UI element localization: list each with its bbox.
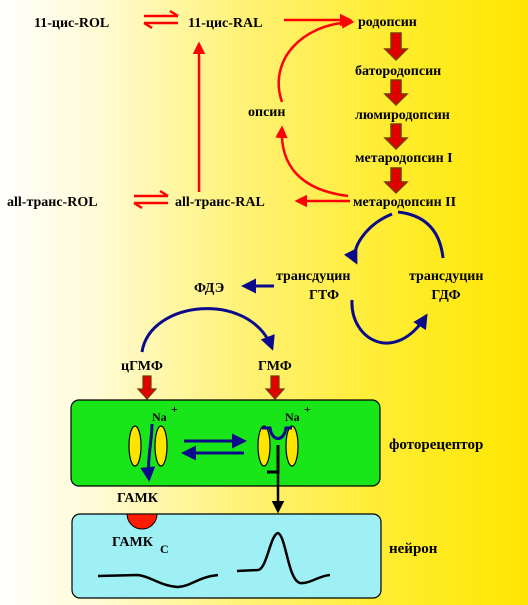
opsin-label: опсин: [248, 105, 285, 120]
cgmp-label: цГМФ: [121, 359, 163, 374]
transducin-gdp-return-arc: [397, 210, 445, 259]
gaba-label: ГАМК: [117, 491, 159, 506]
closed-sodium-channel: [257, 425, 299, 467]
photoreceptor-label: фоторецептор: [389, 437, 483, 453]
gaba-c-label: ГАМК: [112, 535, 154, 550]
block-arrow-cgmp-down: [136, 375, 158, 400]
na-right-plus: +: [304, 402, 311, 416]
trans-rol-label: all-транс-ROL: [7, 195, 98, 210]
metarhodopsin2-label: метародопсин II: [353, 195, 456, 210]
channel-gate-closed: [262, 426, 292, 440]
gtp-label: ГТФ: [309, 288, 339, 303]
bleaching-block-arrows: [383, 32, 409, 195]
gdp-label: ГДФ: [431, 288, 460, 303]
cgmp-to-gmp-arc: [140, 307, 275, 353]
meta2-to-opsin-arrow: [275, 125, 349, 198]
channel-subunit-left-a: [128, 425, 142, 467]
bathorhodopsin-label: батородопсин: [355, 64, 441, 79]
opsin-to-rhodopsin-arrow: [277, 16, 355, 103]
gaba-c-receptor-icon: [126, 513, 158, 530]
cis-rol-ral-equilibrium-arrows: [143, 9, 179, 30]
block-arrow-lumirhodopsin-meta1: [383, 123, 409, 151]
block-arrow-meta1-meta2: [383, 167, 409, 195]
open-sodium-channel: [128, 423, 168, 482]
pde-label: ФДЭ: [194, 281, 224, 296]
neuron-potential-trace-light: [236, 531, 331, 585]
neuron-label: нейрон: [389, 541, 438, 557]
channel-subunit-right-b: [285, 425, 299, 467]
channel-subunit-right-a: [257, 425, 271, 467]
cgmp-gmp-block-arrows: [136, 375, 286, 400]
lumirhodopsin-label: люмиродопсин: [355, 108, 450, 123]
na-left-plus: +: [171, 402, 178, 416]
trans-ral-label: all-транс-RAL: [175, 195, 265, 210]
cis-rol-label: 11-цис-ROL: [34, 16, 109, 31]
neuron-box: [71, 513, 382, 599]
channel-subunit-left-b: [154, 425, 168, 467]
meta2-activates-transducin-arrow: [343, 212, 393, 265]
gmp-label: ГМФ: [258, 359, 292, 374]
cis-ral-label: 11-цис-RAL: [188, 16, 262, 31]
block-arrow-rhodopsin-bathorhodopsin: [383, 32, 409, 62]
transducin-gdp-label: трансдуцин: [409, 269, 483, 284]
na-left-label: Na: [152, 410, 167, 424]
rhodopsin-label: родопсин: [358, 15, 417, 30]
photoreceptor-box: [70, 399, 381, 487]
block-arrow-gmp-down: [264, 375, 286, 400]
block-arrow-bathorhodopsin-lumirhodopsin: [383, 79, 409, 107]
sodium-influx-arrow: [140, 423, 156, 482]
metarhodopsin1-label: метародопсин I: [355, 151, 453, 166]
transducin-gtp-to-gdp-arrow: [350, 299, 428, 345]
neuron-potential-trace-dark: [97, 573, 219, 589]
na-right-label: Na: [285, 410, 300, 424]
trans-rol-ral-equilibrium-arrows: [133, 189, 169, 210]
gaba-c-subscript: С: [160, 542, 169, 556]
transducin-gtp-label: трансдуцин: [276, 269, 350, 284]
